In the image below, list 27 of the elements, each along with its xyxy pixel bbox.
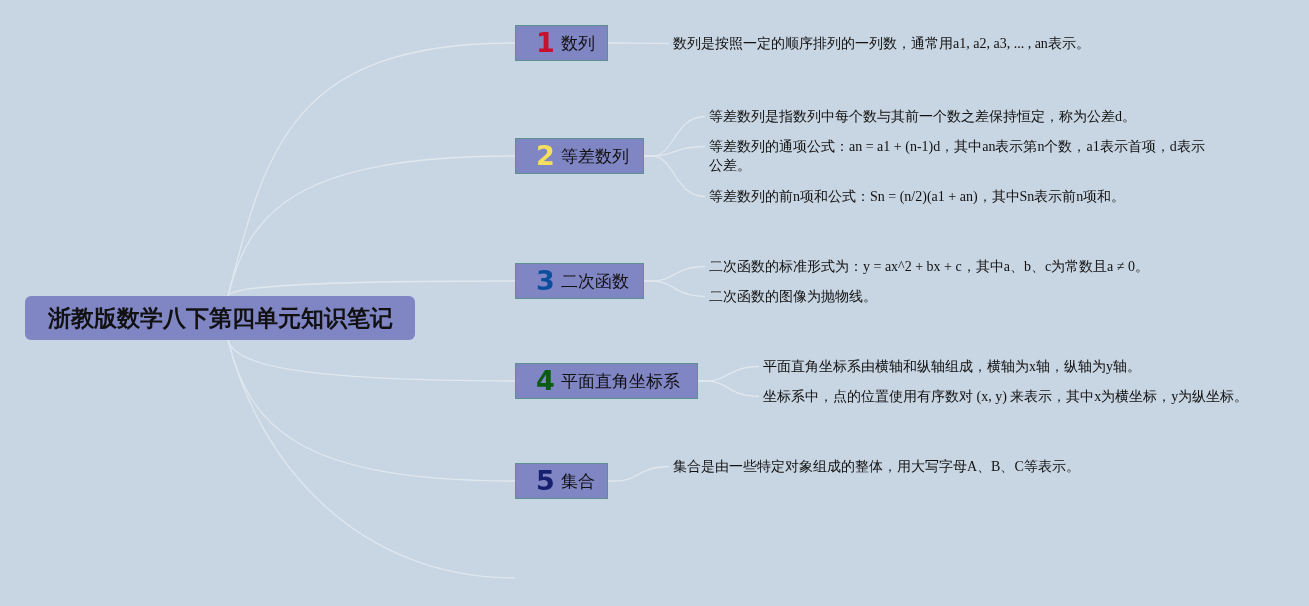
note-text: 二次函数的图像为抛物线。 — [705, 287, 1005, 307]
topic-number: 3 — [536, 266, 555, 296]
central-topic: 浙教版数学八下第四单元知识笔记 — [25, 296, 415, 340]
connector-line — [607, 465, 670, 482]
topic-number: 1 — [536, 28, 555, 58]
note-text: 集合是由一些特定对象组成的整体，用大写字母A、B、C等表示。 — [669, 457, 1099, 477]
topic-box — [515, 263, 644, 299]
topic-box — [515, 363, 698, 399]
topic-title: 平面直角坐标系 — [560, 369, 680, 393]
topic-number: 4 — [536, 366, 555, 396]
note-text: 二次函数的标准形式为：y = ax^2 + bx + c，其中a、b、c为常数且a ≠ 0。 — [705, 257, 1165, 277]
topic-box — [515, 463, 608, 499]
topic-title: 等差数列 — [560, 144, 629, 168]
topic-box — [515, 25, 608, 61]
note-text: 数列是按照一定的顺序排列的一列数，通常用a1, a2, a3, ... , an表示。 — [669, 34, 1109, 54]
note-text: 等差数列的通项公式：an = a1 + (n-1)d，其中an表示第n个数，a1表示首项，d表示公差。 — [705, 137, 1210, 177]
connector-line — [227, 280, 516, 297]
note-text: 坐标系中，点的位置使用有序数对 (x, y) 来表示，其中x为横坐标，y为纵坐标。 — [759, 387, 1259, 407]
topic-title: 二次函数 — [560, 269, 629, 293]
topic-box — [515, 138, 644, 174]
note-text: 等差数列的前n项和公式：Sn = (n/2)(a1 + an)，其中Sn表示前n项和。 — [705, 187, 1145, 207]
note-text: 等差数列是指数列中每个数与其前一个数之差保持恒定，称为公差d。 — [705, 107, 1145, 127]
topic-number: 5 — [536, 466, 555, 496]
note-text: 平面直角坐标系由横轴和纵轴组成，横轴为x轴，纵轴为y轴。 — [759, 357, 1179, 377]
topic-number: 2 — [536, 141, 555, 171]
topic-title: 数列 — [560, 31, 595, 55]
topic-title: 集合 — [560, 469, 595, 493]
